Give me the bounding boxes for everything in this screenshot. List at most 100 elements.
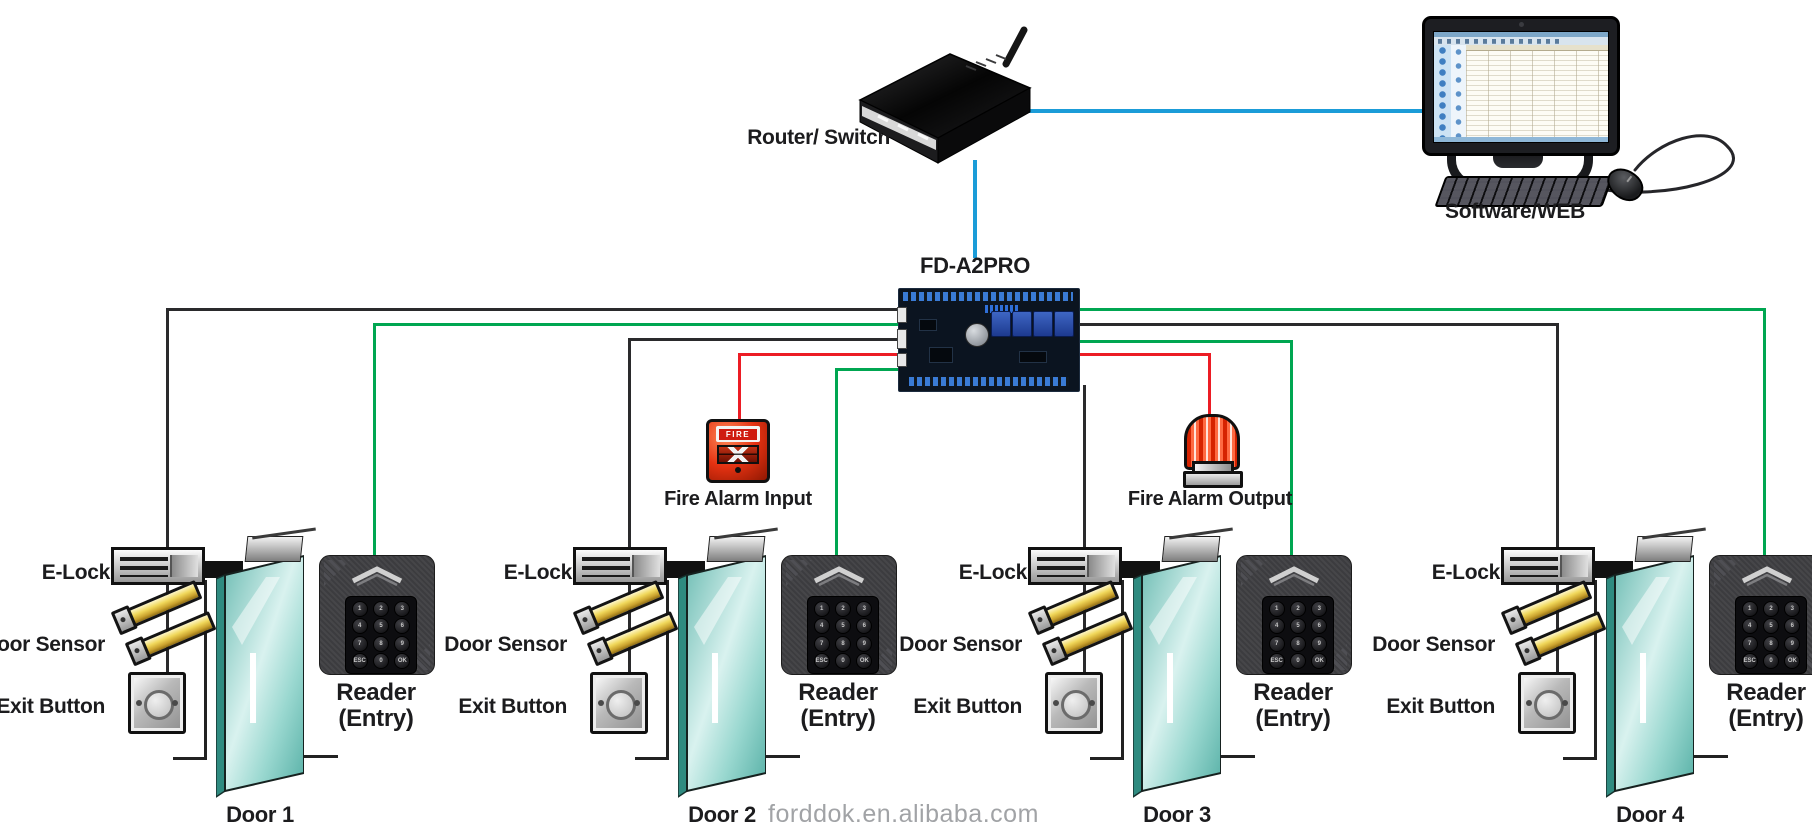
e-lock-label: E-Lock (503, 561, 573, 584)
reader-key-1: 1 (351, 600, 368, 617)
door-top-bracket (1634, 536, 1694, 562)
wire-lan-router-controller (973, 160, 977, 258)
reader-key-7: 7 (351, 635, 368, 652)
reader-key-9: 9 (1311, 635, 1328, 652)
connector (897, 353, 907, 367)
reader-key-3: 3 (1784, 600, 1801, 617)
reader-key-9: 9 (1784, 635, 1801, 652)
e-lock-louvers (120, 557, 168, 577)
chevron-up-icon (1741, 566, 1793, 586)
screw-dot (136, 700, 142, 706)
reader-label: Reader (Entry) (336, 679, 416, 732)
reader-key-6: 6 (394, 618, 411, 635)
screen-menubar (1434, 32, 1608, 37)
reader-key-ok: OK (1311, 653, 1328, 670)
reader-key-4: 4 (1268, 618, 1285, 635)
door-frame-line (1594, 580, 1597, 760)
reader-key-0: 0 (1762, 653, 1779, 670)
reader-key-4: 4 (351, 618, 368, 635)
reader-key-0: 0 (834, 653, 851, 670)
e-lock-label: E-Lock (41, 561, 111, 584)
fire-sign: FIRE (716, 426, 760, 442)
screw-dot (1053, 700, 1059, 706)
floor-line-right (1221, 755, 1255, 758)
e-lock-armature-plate (1087, 555, 1115, 577)
e-lock-armature-plate (632, 555, 660, 577)
glass-door (1606, 554, 1694, 798)
exit-button-ring (1061, 690, 1091, 720)
reader-key-8: 8 (372, 635, 389, 652)
wire-door2-reader-v (835, 368, 838, 560)
floor-line-right (304, 755, 338, 758)
wire-door1-chain-h (166, 308, 898, 311)
reader-key-esc: ESC (351, 653, 368, 670)
reader-key-esc: ESC (813, 653, 830, 670)
reader-key-esc: ESC (1268, 653, 1285, 670)
wire-lan-router-computer (1008, 109, 1424, 113)
reader-key-2: 2 (834, 600, 851, 617)
e-lock-louvers (1037, 557, 1085, 577)
exit-button-device (590, 672, 648, 734)
wire-door4-reader-h (1078, 308, 1766, 311)
floor-line-right (1694, 755, 1728, 758)
relay-1 (991, 311, 1011, 337)
reader-key-1: 1 (1741, 600, 1758, 617)
reader-key-9: 9 (394, 635, 411, 652)
door-frame-line (666, 580, 669, 760)
wire-fire-output-h (1078, 353, 1211, 356)
exit-button-label: Exit Button (458, 695, 567, 718)
reader-key-1: 1 (813, 600, 830, 617)
door-name-label: Door 3 (1143, 802, 1211, 827)
exit-button-label: Exit Button (1386, 695, 1495, 718)
exit-button-ring (144, 690, 174, 720)
screw-dot (172, 700, 178, 706)
reader-key-5: 5 (1289, 618, 1306, 635)
reader-key-6: 6 (1311, 618, 1328, 635)
door-sensor-label: Door Sensor (1372, 633, 1495, 656)
floor-line-left (1563, 757, 1597, 760)
e-lock-armature-plate (170, 555, 198, 577)
relay-2 (1012, 311, 1032, 337)
router-antenna (1002, 26, 1028, 68)
door-name-label: Door 4 (1616, 802, 1684, 827)
screen-records-table (1466, 45, 1608, 137)
reader-key-0: 0 (1289, 653, 1306, 670)
chevron-up-icon (1268, 566, 1320, 586)
door-top-bracket (244, 536, 304, 562)
reader-key-ok: OK (1784, 653, 1801, 670)
sensor-end-cap (1027, 604, 1055, 636)
reader-key-4: 4 (1741, 618, 1758, 635)
glass-door (1133, 554, 1221, 798)
floor-line-left (1090, 757, 1124, 760)
chip (1019, 351, 1047, 363)
webcam-dot (1519, 22, 1524, 27)
reader-key-3: 3 (394, 600, 411, 617)
door-frame-line (1121, 580, 1124, 760)
wire-fire-input-h (738, 353, 898, 356)
fire-alarm-output-label: Fire Alarm Output (1127, 488, 1293, 510)
reader-key-7: 7 (1741, 635, 1758, 652)
computer-monitor (1422, 16, 1620, 156)
wire-door4-chain-h (1078, 323, 1559, 326)
reader-label: Reader (Entry) (1253, 679, 1333, 732)
e-lock-label: E-Lock (1431, 561, 1501, 584)
chip (929, 347, 953, 363)
connector (897, 307, 907, 323)
controller-board (897, 288, 1080, 392)
e-lock-louvers (582, 557, 630, 577)
sensor-end-cap (1500, 604, 1528, 636)
fire-alarm-input-label: Fire Alarm Input (664, 488, 812, 510)
exit-button-label: Exit Button (0, 695, 105, 718)
reader-key-1: 1 (1268, 600, 1285, 617)
screw-dot (1562, 700, 1568, 706)
wire-door2-reader-h (835, 368, 898, 371)
chevron-up-icon (351, 566, 403, 586)
reader-key-8: 8 (1762, 635, 1779, 652)
wire-door1-reader-h (373, 323, 898, 326)
relay-3 (1033, 311, 1053, 337)
